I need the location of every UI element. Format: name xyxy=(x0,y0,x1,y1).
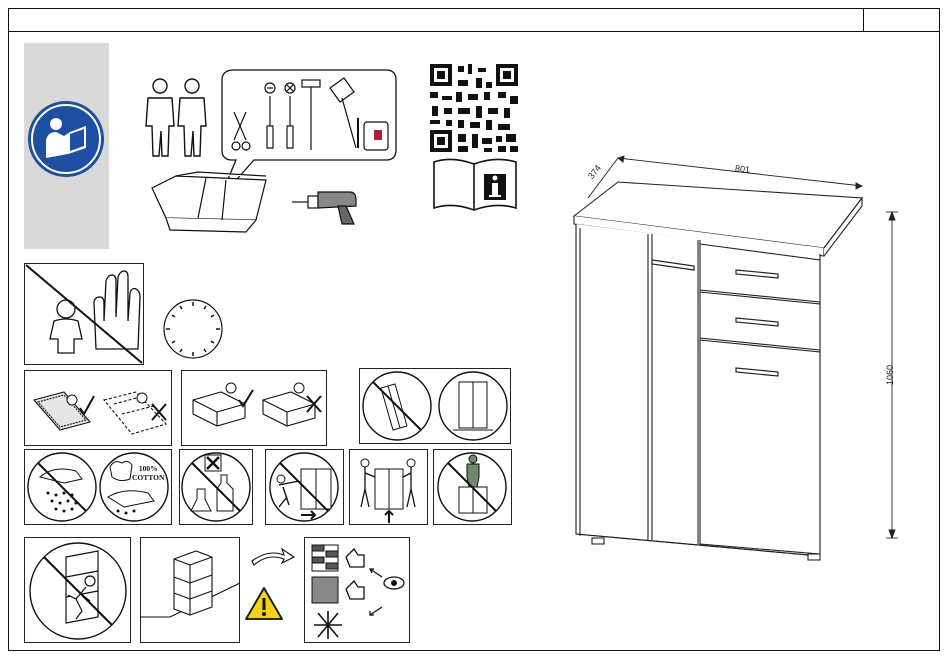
width-dimension: 801 xyxy=(735,163,751,175)
two-person-lift-icon xyxy=(349,449,428,525)
header-bar xyxy=(8,8,940,32)
clock-icon xyxy=(162,298,224,360)
no-wet-cleaning-icon xyxy=(24,449,172,525)
cotton-line2: COTTON xyxy=(132,473,164,482)
qr-code-icon xyxy=(428,62,520,154)
cotton-line1: 100% xyxy=(132,464,164,473)
upright-cabinet-icon xyxy=(439,372,507,440)
no-dragging-icon xyxy=(265,449,344,525)
cabinet-drawing xyxy=(560,150,900,580)
no-tilting-icon xyxy=(359,368,511,444)
warning-triangle-icon xyxy=(244,586,284,622)
wall-mount-icon xyxy=(140,537,240,643)
drill-icon xyxy=(290,184,360,228)
height-dimension: 1060 xyxy=(885,365,895,385)
assembly-on-carpet-icon xyxy=(24,370,172,446)
info-booklet-icon xyxy=(432,156,518,214)
no-children-icon xyxy=(24,263,144,365)
no-climbing-icon xyxy=(24,537,131,643)
no-standing-on-top-icon xyxy=(433,449,512,525)
read-manual-icon xyxy=(26,100,106,180)
toolbox-icon xyxy=(152,172,266,232)
arrow-icon xyxy=(250,545,296,567)
wall-anchor-check-icon xyxy=(304,537,410,643)
assembly-on-hard-floor-icon xyxy=(181,370,327,446)
page-number-cell xyxy=(863,8,940,32)
tool-set-icon xyxy=(146,68,398,236)
no-chemicals-icon xyxy=(179,449,253,525)
cotton-label: 100% COTTON xyxy=(132,464,164,482)
